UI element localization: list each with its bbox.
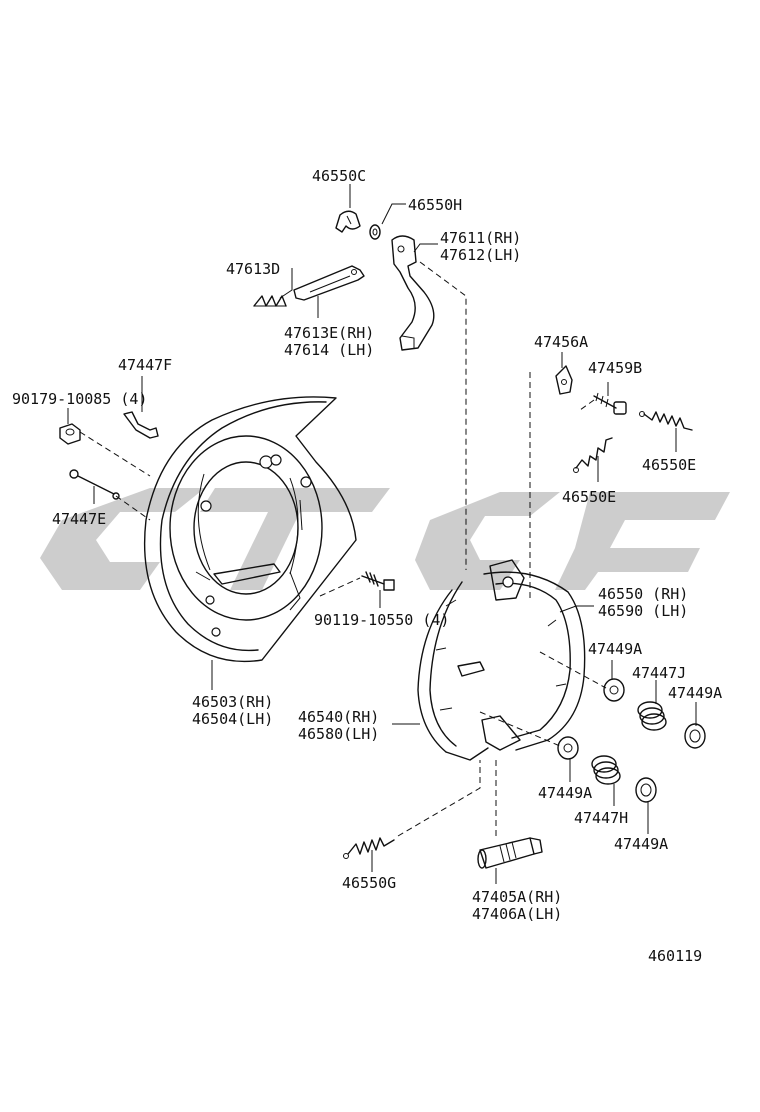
label-47447j: 47447J <box>632 664 686 682</box>
label-47612: 47612(LH) <box>440 246 521 264</box>
label-47447e: 47447E <box>52 510 106 528</box>
label-47613d: 47613D <box>226 260 280 278</box>
part-46503-backing-plate <box>143 396 357 663</box>
part-47613e-adjuster <box>293 265 365 301</box>
part-47447h-spring <box>591 755 621 785</box>
part-47405a-adjuster <box>477 837 543 869</box>
label-46550e-upper: 46550E <box>642 456 696 474</box>
label-47614: 47614 (LH) <box>284 341 374 359</box>
part-46550e-spring-lower <box>573 437 613 473</box>
label-47449a-2: 47449A <box>668 684 722 702</box>
label-46503: 46503(RH) <box>192 693 273 711</box>
part-46550h-washer <box>369 224 381 240</box>
part-47459b-pin <box>593 392 627 415</box>
label-90179: 90179-10085 (4) <box>12 390 147 408</box>
label-46550: 46550 (RH) <box>598 585 688 603</box>
part-47447e-pin <box>69 469 120 500</box>
label-47405a: 47405A(RH) <box>472 888 562 906</box>
label-47406a: 47406A(LH) <box>472 905 562 923</box>
label-46504: 46504(LH) <box>192 710 273 728</box>
label-46580: 46580(LH) <box>298 725 379 743</box>
part-47613d-spring <box>253 295 287 307</box>
label-47613e: 47613E(RH) <box>284 324 374 342</box>
label-46550g: 46550G <box>342 874 396 892</box>
watermark-logo: cdk <box>40 488 730 590</box>
label-46550c: 46550C <box>312 167 366 185</box>
label-47449a-4: 47449A <box>614 835 668 853</box>
diagram-code: 460119 <box>648 947 702 965</box>
label-47447f: 47447F <box>118 356 172 374</box>
part-47449a-washer-1 <box>603 678 625 702</box>
part-47456a-plate <box>555 365 573 395</box>
part-46550c-clip <box>335 210 361 233</box>
label-47611: 47611(RH) <box>440 229 521 247</box>
part-90179-nut <box>59 423 81 445</box>
part-46540-brake-shoe <box>417 559 586 761</box>
leader-lines <box>67 184 697 884</box>
part-47449a-washer-4 <box>635 777 657 803</box>
part-47447j-spring <box>637 701 667 731</box>
label-47449a-1: 47449A <box>588 640 642 658</box>
label-46590: 46590 (LH) <box>598 602 688 620</box>
label-47447h: 47447H <box>574 809 628 827</box>
label-46550e-lower: 46550E <box>562 488 616 506</box>
part-46550g-spring <box>343 837 395 859</box>
part-47611-parking-lever <box>391 235 435 351</box>
label-47459b: 47459B <box>588 359 642 377</box>
label-47456a: 47456A <box>534 333 588 351</box>
dashed-lines <box>79 261 607 840</box>
label-46550h: 46550H <box>408 196 462 214</box>
part-47449a-washer-2 <box>684 723 706 749</box>
part-47447f-bracket <box>123 411 159 439</box>
part-46550e-spring-upper <box>639 411 693 431</box>
part-47449a-washer-3 <box>557 736 579 760</box>
part-90119-bolt <box>361 571 395 591</box>
label-46540: 46540(RH) <box>298 708 379 726</box>
label-90119: 90119-10550 (4) <box>314 611 449 629</box>
part-labels: 46550C 46550H 47611(RH) 47612(LH) 47613D… <box>12 167 722 965</box>
label-47449a-3: 47449A <box>538 784 592 802</box>
